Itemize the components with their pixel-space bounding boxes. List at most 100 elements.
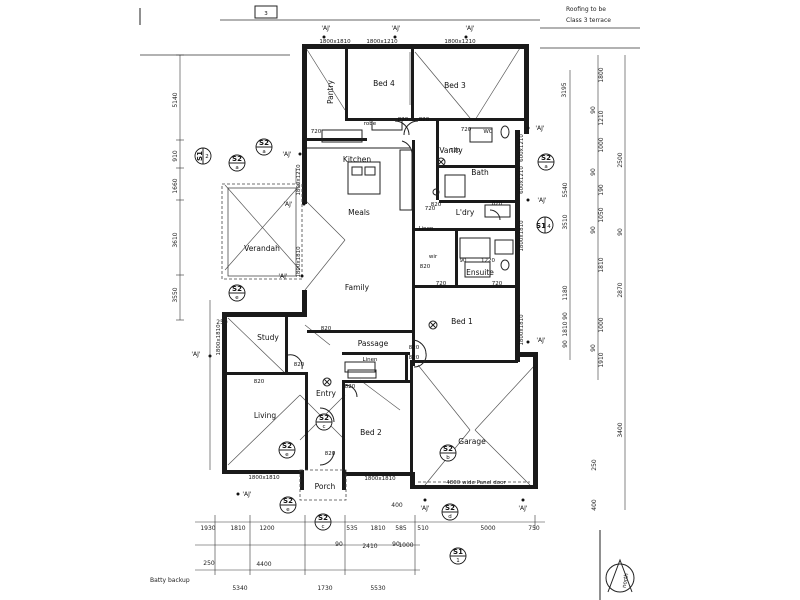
section-sub: e — [285, 452, 289, 458]
footer: Batty backup north — [150, 530, 635, 600]
door-label: 720 — [436, 281, 447, 287]
window-label: 600x1210 — [519, 166, 525, 194]
section-label: S2 — [232, 285, 242, 293]
room-labels: Pantry Bed 4 Bed 3 Kitchen Vanity WC Bat… — [244, 79, 494, 491]
section-label: S2 — [282, 442, 292, 450]
room-bath: Bath — [471, 168, 489, 177]
window-label: 1800x1810 — [296, 246, 302, 278]
dimension: 90 — [562, 312, 569, 320]
door-label: 820 — [419, 117, 430, 123]
right-dimensions: 3195 2500 5540 3510 90 1180 90 1810 90 2… — [480, 55, 626, 532]
section-sub: c — [321, 524, 324, 530]
room-wc: WC — [483, 129, 492, 135]
window-labels: 1800x1810 1800x1210 1800x1210 1800x1210 … — [216, 39, 525, 486]
section-sub: b — [446, 455, 450, 461]
section-marker-s2a-left: S2 a — [228, 154, 246, 172]
exterior-walls — [222, 44, 538, 490]
dimension: 5530 — [370, 585, 385, 592]
verandah-outline — [221, 168, 303, 280]
door-label: 820 — [321, 326, 332, 332]
window-label: 1800x1810 — [216, 324, 222, 356]
section-marker-s1-bottom: S1 1 — [449, 547, 467, 565]
section-sub: e — [286, 507, 290, 513]
dimension: 90 — [590, 226, 597, 234]
door-label: 820 — [294, 362, 305, 368]
aj-tag: 'AJ' — [536, 337, 546, 344]
section-marker-s2e-bottom: S2 e — [279, 496, 297, 514]
door-label: 820 — [398, 117, 409, 123]
room-family: Family — [345, 283, 370, 292]
dimension: 90 — [392, 541, 400, 548]
dimension: 3400 — [617, 422, 624, 437]
section-sub: d — [448, 514, 452, 520]
dimension: 5000 — [480, 525, 495, 532]
top-header: 3 Roofing to be Class 3 terrace — [139, 5, 640, 56]
section-label: S2 — [319, 414, 329, 422]
footer-label: Batty backup — [150, 577, 190, 584]
wet-area-fittings — [322, 125, 514, 387]
aj-tag: 'AJ' — [518, 505, 528, 512]
dimension: 3550 — [172, 287, 179, 302]
dimension: 1200 — [259, 525, 274, 532]
section-sub: a — [262, 149, 265, 155]
kitchen-fittings — [307, 119, 413, 211]
section-label: S2 — [443, 445, 453, 453]
room-ensuite: Ensuite — [466, 268, 494, 277]
dimension: 4400 — [256, 561, 271, 568]
room-kitchen: Kitchen — [343, 155, 371, 164]
room-garage: Garage — [458, 437, 486, 446]
dimension: 1910 — [598, 352, 605, 367]
dimension: 400 — [391, 502, 403, 509]
dimension: 90 — [617, 228, 624, 236]
window-label: 1800x1810 — [519, 314, 525, 346]
section-sub: a — [544, 164, 547, 170]
door-label: 1220 — [481, 258, 495, 264]
section-marker-s2d-bottom: S2 d — [441, 503, 459, 521]
dimension: 510 — [417, 525, 429, 532]
door-swings — [287, 120, 501, 466]
section-marker-s2c-entry: S2 c — [315, 413, 333, 431]
dimension: 1000 — [598, 317, 605, 332]
room-verandah: Verandah — [244, 244, 280, 253]
dimension: 1810 — [562, 321, 569, 336]
dimension: 5540 — [562, 182, 569, 197]
dimension: 90 — [590, 106, 597, 114]
door-label: 90 — [460, 258, 467, 264]
dimension: 1810 — [370, 525, 385, 532]
door-label: 720 — [311, 129, 322, 135]
dimension: 1180 — [562, 285, 569, 300]
dimension: 1810 — [230, 525, 245, 532]
dimension: 750 — [528, 525, 540, 532]
section-marker-s1-right: S1 4 — [536, 216, 554, 234]
room-linen-2: Linen — [419, 226, 434, 232]
section-label: S2 — [318, 514, 328, 522]
window-label: 1800x1810 — [319, 39, 351, 45]
dimension: 910 — [172, 150, 179, 162]
section-label: S2 — [259, 139, 269, 147]
dimension: 1810 — [598, 257, 605, 272]
door-label: 720 — [492, 281, 503, 287]
window-label: 1800x1810 — [519, 220, 525, 252]
section-label: S2 — [541, 154, 551, 162]
dimension: 1050 — [598, 207, 605, 222]
dimension: 1930 — [200, 525, 215, 532]
door-label: 720 — [450, 148, 461, 154]
articulation-tags: 'AJ' 'AJ' 'AJ' 'AJ' 'AJ' 'AJ' 'AJ' 'AJ' … — [191, 25, 547, 512]
door-label: 820 — [345, 384, 356, 390]
aj-tag: 'AJ' — [420, 505, 430, 512]
section-label: S2 — [232, 155, 242, 163]
door-label: 820 — [325, 451, 336, 457]
dimension: 3610 — [172, 232, 179, 247]
section-label: S1 — [536, 222, 546, 230]
room-linen-1: Linen — [363, 357, 378, 363]
dimension: 535 — [346, 525, 358, 532]
dimension: 1660 — [172, 178, 179, 193]
window-label: 1800x1810 — [248, 475, 280, 481]
section-sub: 4 — [547, 224, 551, 230]
section-sub: a — [235, 165, 238, 171]
aj-tag: 'AJ' — [282, 151, 292, 158]
room-robe: robe — [364, 121, 377, 127]
dimension: 3510 — [562, 214, 569, 229]
aj-tag: 'AJ' — [278, 273, 288, 280]
room-bed-4: Bed 4 — [373, 79, 395, 88]
